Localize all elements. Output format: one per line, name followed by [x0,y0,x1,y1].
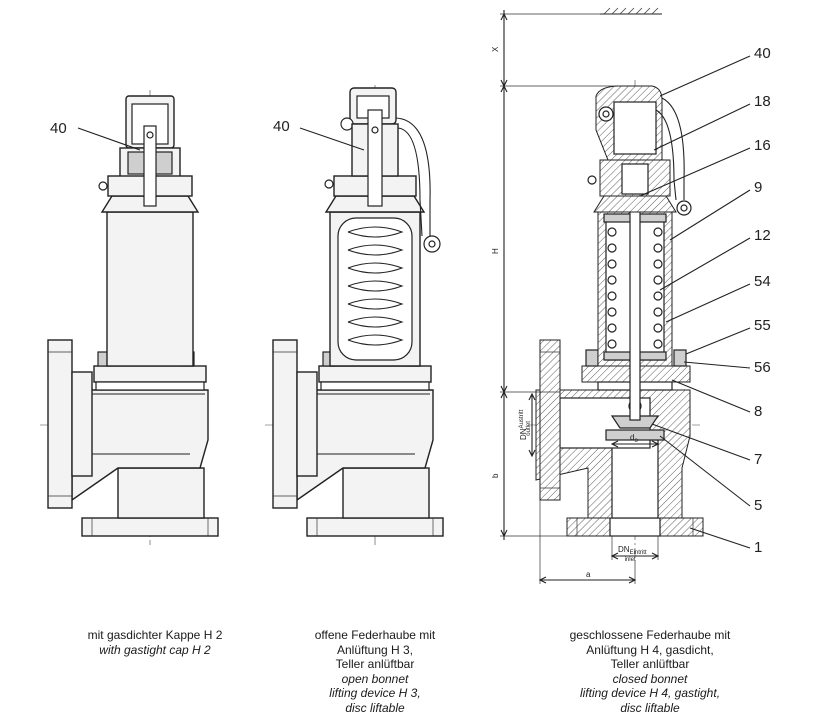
caption-right-en-2: lifting device H 4, gastight, [579,686,721,700]
right-callout-leaders [639,55,751,549]
caption-left-en-1: with gastight cap H 2 [99,642,211,657]
callout-9: 9 [754,179,762,196]
dimension-b: b [491,473,500,478]
callout-18: 18 [754,93,771,110]
caption-middle-en-3: disc liftable [345,700,405,715]
dimension-a: a [586,570,591,579]
caption-middle: offene Federhaube mit Anlüftung H 3, Tel… [270,628,480,715]
dimension-dn-outlet: DNAustrittoutlet [519,409,532,440]
callout-8: 8 [754,403,762,420]
callout-middle-40: 40 [273,118,290,135]
callout-7: 7 [754,451,762,468]
caption-right: geschlossene Federhaube mit Anlüftung H … [530,628,770,715]
callout-left-40: 40 [50,120,67,137]
dimension-lines [500,7,662,584]
caption-middle-de-2: Anlüftung H 3, [336,642,414,657]
callout-12: 12 [754,227,771,244]
callout-56: 56 [754,359,771,376]
callout-16: 16 [754,137,771,154]
caption-middle-en-2: lifting device H 3, [329,686,421,700]
callout-1: 1 [754,539,762,556]
caption-right-en-1: closed bonnet [612,671,688,686]
caption-right-de-2: Anlüftung H 4, gasdicht, [586,642,714,657]
valve-middle-open-bonnet [265,85,444,545]
caption-middle-en-1: open bonnet [341,671,409,686]
dimension-d0: do [630,433,638,444]
dimension-x: X [491,46,500,52]
callout-5: 5 [754,497,762,514]
dimension-h: H [491,248,500,254]
caption-right-de-1: geschlossene Federhaube mit [569,628,731,642]
callout-40: 40 [754,45,771,62]
caption-middle-de-3: Teller anlüftbar [335,657,415,671]
caption-middle-de-1: offene Federhaube mit [314,628,436,642]
caption-left: mit gasdichter Kappe H 2 with gastight c… [60,628,250,657]
callout-54: 54 [754,273,771,290]
caption-right-de-3: Teller anlüftbar [610,657,690,671]
callout-55: 55 [754,317,771,334]
valve-left-gastight-cap [40,90,219,545]
caption-left-de-1: mit gasdichter Kappe H 2 [87,628,223,642]
valve-right-closed-bonnet-section [530,80,704,560]
caption-right-en-3: disc liftable [620,700,680,715]
